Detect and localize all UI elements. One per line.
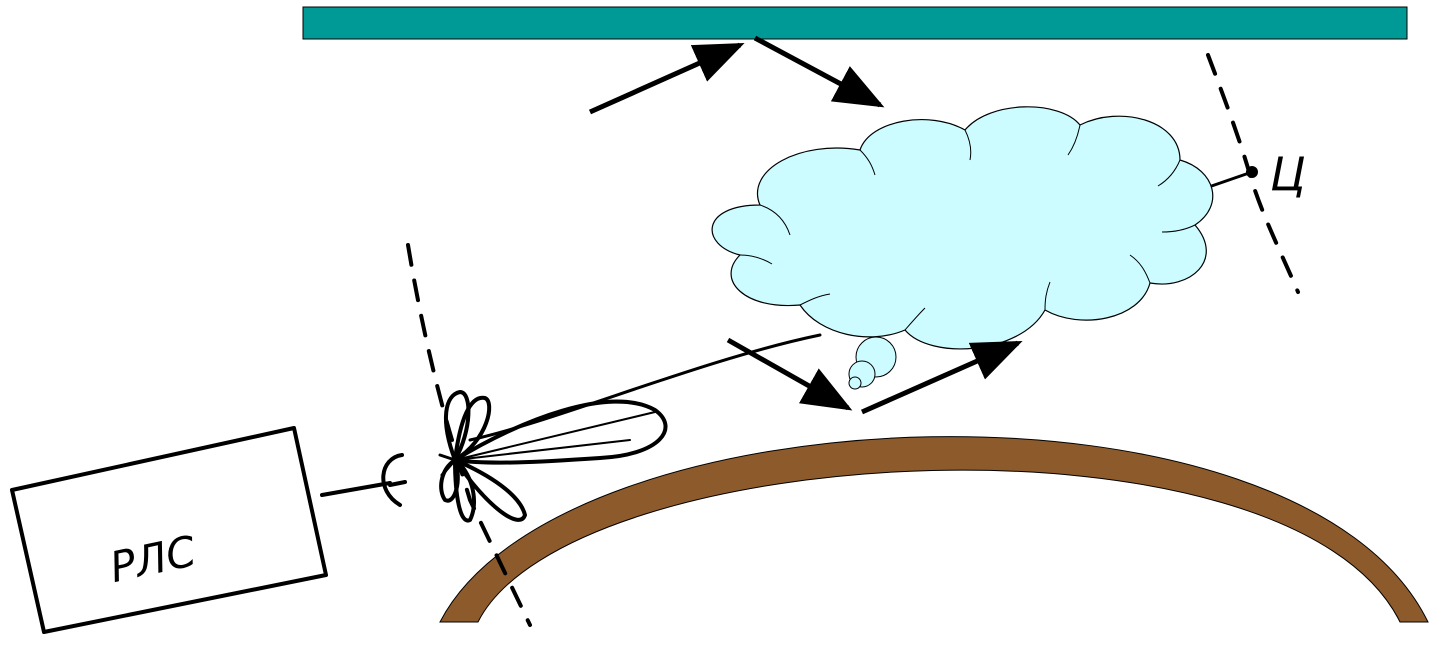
incident-arrow-upper — [588, 42, 745, 115]
antenna-lobe-axis-2 — [454, 439, 631, 461]
earth-surface-arc — [439, 436, 1429, 623]
target-label: Ц — [1270, 147, 1306, 201]
radar-unit: РЛС — [10, 426, 328, 634]
radar-label: РЛС — [106, 526, 201, 592]
radar-feed-line — [320, 481, 392, 497]
cloud-bubble-small — [848, 376, 862, 390]
radiation-pattern-icon — [438, 390, 527, 523]
antenna-dish-icon — [381, 453, 407, 507]
antenna-plane-dashed-line — [406, 243, 532, 627]
ionosphere-layer — [302, 6, 1408, 40]
cloud — [711, 106, 1214, 350]
cloud-inner-contours — [739, 124, 1196, 331]
reflected-arrow-ground — [860, 340, 1023, 415]
antenna-main-lobe — [453, 399, 668, 465]
antenna-lobe-axis — [454, 411, 656, 461]
reflected-arrow-upper — [753, 35, 885, 108]
target-point-icon — [1246, 166, 1258, 178]
incident-arrow-ground — [726, 337, 853, 411]
